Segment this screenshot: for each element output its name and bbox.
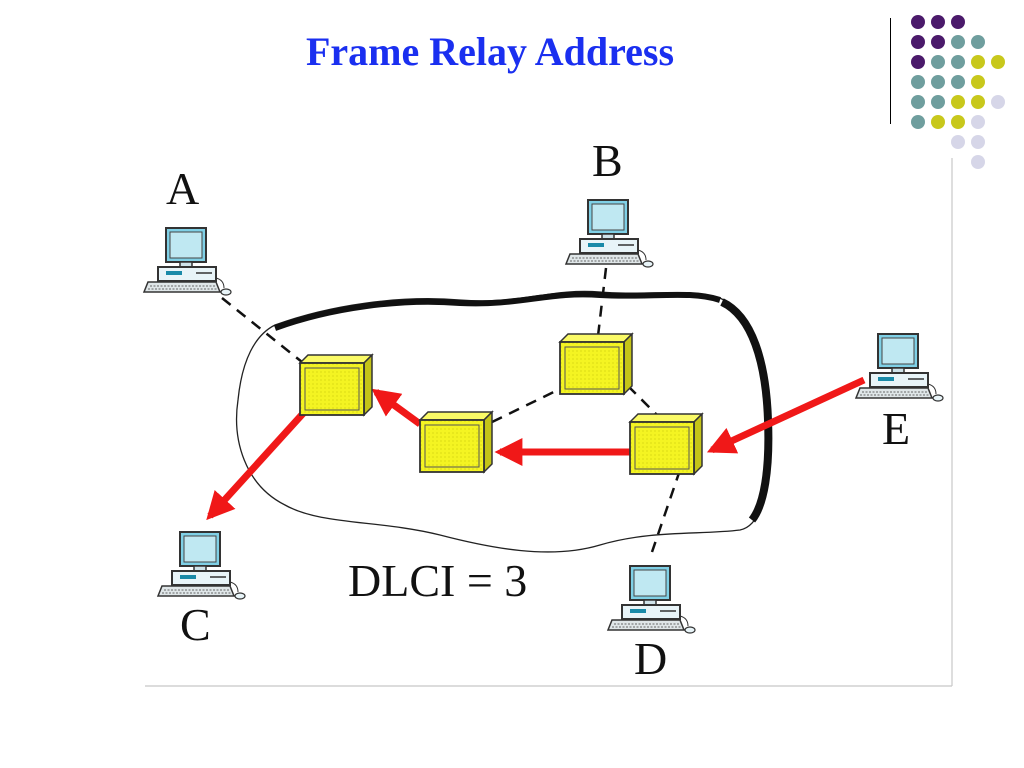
node-label-d: D xyxy=(634,633,667,684)
dot-row-5 xyxy=(911,95,1005,109)
link-right-d xyxy=(650,469,682,553)
frame-relay-switch-top xyxy=(559,333,633,395)
node-label-b: B xyxy=(592,135,623,186)
frame-relay-switch-middle xyxy=(419,411,493,473)
node-label-c: C xyxy=(180,599,211,650)
node-label-a: A xyxy=(166,163,199,214)
arrow-left-switch-to-c xyxy=(206,405,311,521)
computer-icon-b xyxy=(565,199,654,268)
dlci-path-arrows xyxy=(206,376,866,521)
dot-row-8 xyxy=(971,155,985,169)
dashed-links xyxy=(221,267,682,553)
frame-relay-switch-left xyxy=(299,354,373,416)
link-b-switch-top xyxy=(596,267,608,337)
dlci-label: DLCI = 3 xyxy=(348,555,527,606)
dot-row-1 xyxy=(911,15,965,29)
computer-icon-d xyxy=(607,565,696,634)
dot-row-7 xyxy=(951,135,985,149)
computer-icon-a xyxy=(143,227,232,296)
node-label-e: E xyxy=(882,403,910,454)
frame-relay-network-cloud xyxy=(235,290,773,553)
slide-title: Frame Relay Address xyxy=(305,29,675,74)
frame-relay-switch-right xyxy=(629,413,703,475)
computer-icon-e xyxy=(855,333,944,402)
dot-row-2 xyxy=(911,35,985,49)
decorative-vertical-rule xyxy=(890,18,891,124)
link-middle-top xyxy=(491,386,563,424)
arrow-middle-to-left-switch xyxy=(371,388,423,427)
link-top-right xyxy=(627,385,661,419)
dot-row-6 xyxy=(911,115,985,129)
dot-row-4 xyxy=(911,75,985,89)
decorative-dot-grid xyxy=(911,15,1005,169)
dot-row-3 xyxy=(911,55,1005,69)
link-a-switch-left xyxy=(221,297,303,363)
computer-icon-c xyxy=(157,531,246,600)
arrow-e-to-right-switch xyxy=(706,376,866,454)
